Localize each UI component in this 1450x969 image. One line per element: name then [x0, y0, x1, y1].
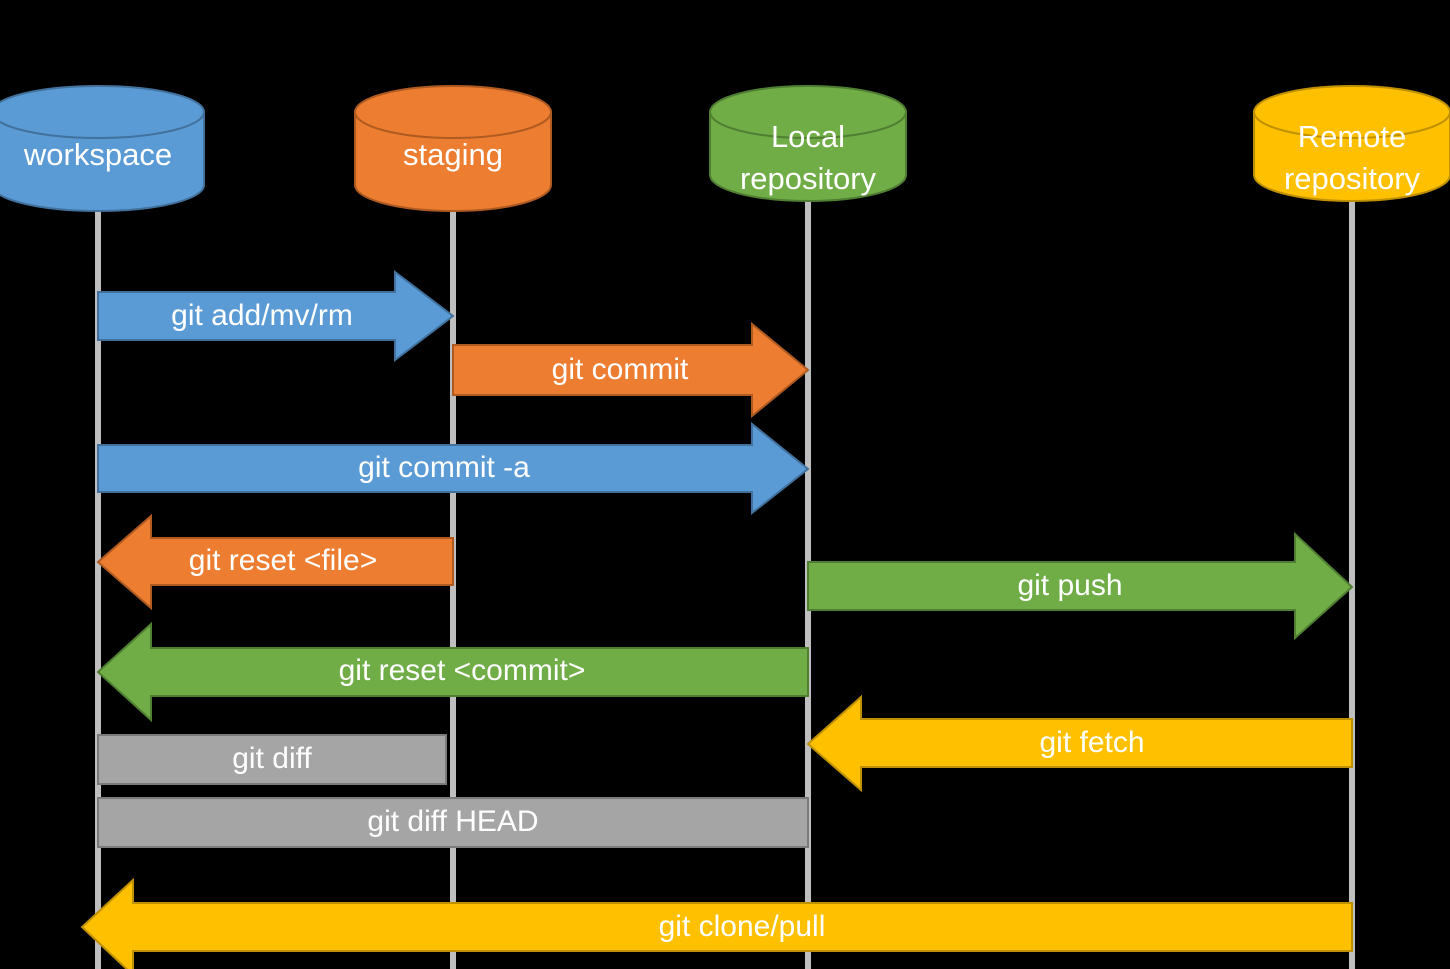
arrow-git-clone-pull[interactable]: git clone/pull — [80, 877, 1353, 969]
node-label-remote-line2: repository — [1284, 161, 1421, 196]
cylinder-body-staging — [354, 111, 552, 212]
node-label-remote-line1: Remote — [1298, 119, 1407, 154]
arrow-git-reset-commit[interactable]: git reset <commit> — [96, 621, 809, 723]
arrow-label-git-reset-file: git reset <file> — [189, 544, 377, 577]
arrow-label-git-commit: git commit — [552, 353, 689, 386]
arrow-shape-git-add — [97, 269, 455, 363]
bar-git-diff[interactable]: git diff — [97, 734, 447, 785]
arrow-shape-git-clone-pull — [80, 877, 1353, 969]
arrow-label-git-reset-commit: git reset <commit> — [339, 654, 586, 687]
arrow-git-commit-a[interactable]: git commit -a — [97, 421, 810, 516]
cylinder-top-workspace — [0, 85, 205, 139]
arrow-git-fetch[interactable]: git fetch — [806, 694, 1353, 793]
arrow-shape-git-fetch — [806, 694, 1353, 793]
node-label-workspace: workspace — [23, 137, 172, 172]
arrow-git-commit[interactable]: git commit — [452, 321, 810, 419]
arrow-label-git-add: git add/mv/rm — [171, 299, 353, 332]
arrow-label-git-push: git push — [1017, 569, 1122, 602]
node-label-local-line2: repository — [740, 161, 877, 196]
cylinder-top-staging — [354, 85, 552, 139]
bar-label-git-diff-head: git diff HEAD — [367, 805, 538, 838]
arrow-shape-git-push — [807, 531, 1354, 641]
arrow-git-reset-file[interactable]: git reset <file> — [96, 513, 454, 611]
node-workspace[interactable]: workspace — [0, 85, 205, 212]
arrow-label-git-clone-pull: git clone/pull — [659, 910, 826, 943]
arrow-shape-git-commit — [452, 321, 810, 419]
cylinder-top-remote — [1253, 85, 1450, 139]
arrow-shape-git-reset-commit — [96, 621, 809, 723]
arrow-label-git-commit-a: git commit -a — [358, 451, 530, 484]
node-label-staging: staging — [403, 137, 503, 172]
arrow-label-git-fetch: git fetch — [1039, 726, 1144, 759]
cylinder-top-local — [709, 85, 907, 139]
arrow-git-push[interactable]: git push — [807, 531, 1354, 641]
node-remote-repository[interactable]: Remote repository — [1253, 85, 1450, 202]
node-label-local-line1: Local — [771, 119, 845, 154]
bar-shape-git-diff-head — [97, 797, 809, 848]
arrow-shape-git-reset-file — [96, 513, 454, 611]
node-local-repository[interactable]: Local repository — [709, 85, 907, 202]
bar-label-git-diff: git diff — [232, 742, 312, 775]
arrow-git-add[interactable]: git add/mv/rm — [97, 269, 455, 363]
node-staging[interactable]: staging — [354, 85, 552, 212]
bar-shape-git-diff — [97, 734, 447, 785]
cylinder-body-workspace — [0, 111, 205, 212]
arrow-shape-git-commit-a — [97, 421, 810, 516]
bar-git-diff-head[interactable]: git diff HEAD — [97, 797, 809, 848]
